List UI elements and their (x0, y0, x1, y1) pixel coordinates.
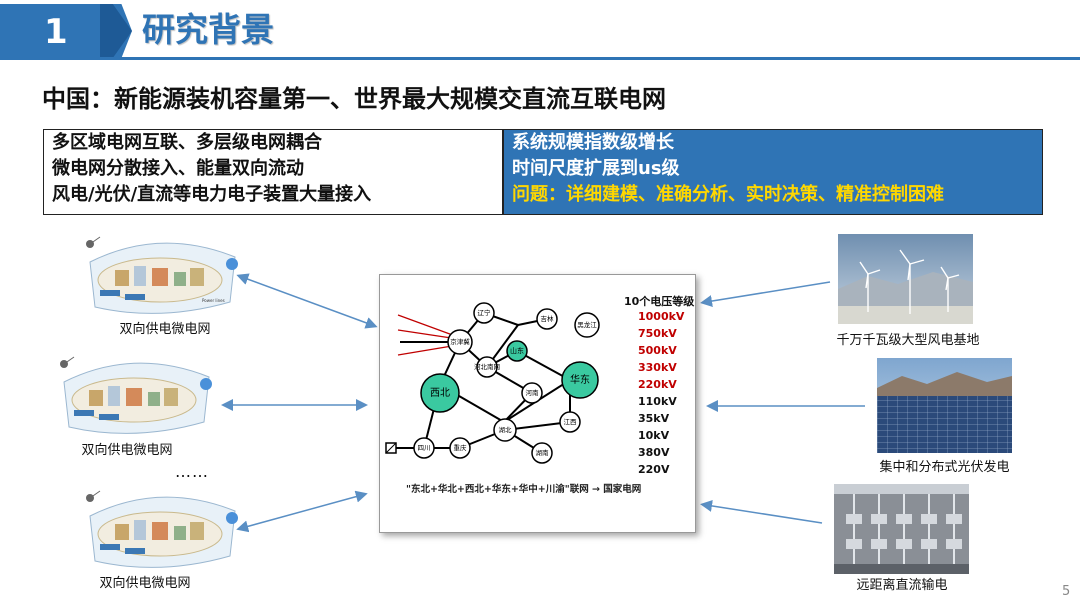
node-label: 河北南网 (474, 362, 500, 371)
voltage-legend-title: 10个电压等级 (624, 295, 695, 308)
voltage-level: 330kV (638, 361, 677, 374)
voltage-level: 10kV (638, 429, 670, 442)
problem-line: 问题：详细建模、准确分析、实时决策、精准控制困难 (512, 184, 944, 205)
voltage-level: 220V (638, 463, 670, 476)
node-label: 江西 (564, 418, 578, 426)
grid-map-footer: "东北+华北+西北+华东+华中+川渝"联网 → 国家电网 (406, 484, 642, 495)
solar-farm-image (877, 358, 1012, 453)
microgrid-caption-2: 双向供电微电网 (81, 443, 173, 458)
header-band (0, 0, 1080, 56)
node-label: 湖北 (499, 425, 513, 434)
wind-farm-caption: 千万千瓦级大型风电基地 (836, 333, 980, 348)
voltage-level: 220kV (638, 378, 677, 391)
dc-transmission-caption: 远距离直流输电 (856, 578, 948, 593)
node-label: 重庆 (454, 443, 468, 452)
node-label: 黑龙江 (577, 320, 597, 329)
microgrid-illustration-3 (86, 490, 238, 568)
challenge-line: 系统规模指数级增长 (512, 132, 674, 153)
microgrid-caption-3: 双向供电微电网 (99, 576, 191, 591)
node-label: 华东 (570, 373, 590, 386)
features-box: 多区域电网互联、多层级电网耦合 微电网分散接入、能量双向流动 风电/光伏/直流等… (43, 129, 503, 215)
wind-farm-image (838, 234, 973, 324)
microgrid-illustration-2 (60, 356, 212, 434)
section-number: 1 (44, 12, 68, 52)
node-label: 吉林 (541, 314, 555, 323)
voltage-level: 380V (638, 446, 670, 459)
feature-line: 多区域电网互联、多层级电网耦合 (52, 132, 322, 153)
microgrid-caption-1: 双向供电微电网 (119, 322, 211, 337)
node-label: 湖南 (536, 448, 550, 457)
svg-text:Power lines: Power lines (202, 298, 225, 303)
node-label: 辽宁 (478, 308, 492, 317)
header-divider (0, 57, 1080, 60)
node-label: 河南 (526, 388, 540, 397)
slide-subtitle: 中国：新能源装机容量第一、世界最大规模交直流互联电网 (42, 85, 666, 113)
node-label: 京津冀 (450, 337, 470, 346)
voltage-level-list: 1000kV 750kV 500kV 330kV 220kV 110kV 35k… (638, 308, 684, 478)
node-label: 西北 (430, 387, 450, 399)
solar-caption: 集中和分布式光伏发电 (879, 460, 1010, 475)
national-grid-map: 京津冀 辽宁 吉林 黑龙江 河北南网 河南 江西 湖北 湖南 四川 重庆 山东 … (379, 274, 696, 533)
node-label: 四川 (418, 444, 431, 452)
ellipsis: …… (175, 462, 209, 481)
feature-line: 风电/光伏/直流等电力电子装置大量接入 (52, 184, 372, 205)
feature-line: 微电网分散接入、能量双向流动 (52, 158, 304, 179)
dc-transmission-image (834, 484, 969, 574)
voltage-level: 110kV (638, 395, 677, 408)
challenge-line: 时间尺度扩展到us级 (512, 158, 680, 179)
node-label: 山东 (510, 346, 524, 355)
section-title: 研究背景 (142, 10, 274, 49)
challenges-box: 系统规模指数级增长 时间尺度扩展到us级 问题：详细建模、准确分析、实时决策、精… (503, 129, 1043, 215)
voltage-level: 35kV (638, 412, 670, 425)
voltage-level: 750kV (638, 327, 677, 340)
voltage-level: 500kV (638, 344, 677, 357)
grid-network-diagram: 京津冀 辽宁 吉林 黑龙江 河北南网 河南 江西 湖北 湖南 四川 重庆 山东 … (385, 302, 600, 464)
voltage-level: 1000kV (638, 310, 685, 323)
microgrid-illustration-1: Power lines (86, 236, 238, 314)
page-number: 5 (1062, 584, 1071, 599)
